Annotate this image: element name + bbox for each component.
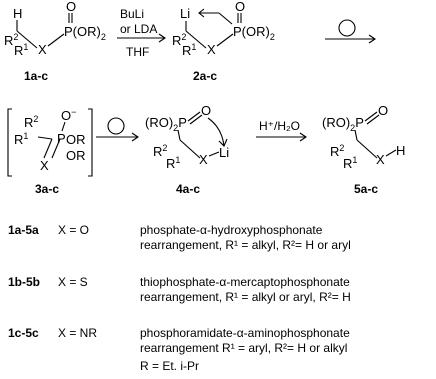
- compound-label: 2a-c: [193, 69, 217, 83]
- r1-group: R1: [343, 155, 357, 171]
- reaction-arrow-1: BuLi or LDA THF: [117, 7, 166, 59]
- compound-4: (RO)2P O R2 R1 X Li 4a-c: [145, 103, 229, 196]
- legend-line: phosphoramidate-α-aminophosphonate: [140, 326, 350, 340]
- x-atom: X: [38, 42, 47, 57]
- compound-label: 4a-c: [176, 182, 200, 196]
- oxygen-atom: O: [201, 103, 211, 118]
- reagent-mid: or LDA: [120, 22, 157, 36]
- circle-icon: [338, 19, 356, 37]
- li-atom: Li: [180, 6, 190, 21]
- x-atom: X: [40, 158, 49, 173]
- legend-line: rearrangement R¹ = aryl, R²= H or alkyl: [140, 341, 347, 355]
- alkoxy-group-1: OR: [66, 132, 86, 147]
- compound-1: H R2 R1 X P(OR)2 O 1a-c: [4, 0, 106, 83]
- reaction-arrow-3: [96, 117, 139, 142]
- oxide-anion: O−: [61, 107, 76, 123]
- oxygen-atom: O: [235, 0, 245, 14]
- circle-icon: [107, 117, 125, 135]
- compound-2: Li R2 R1 X P(OR)2 O 2a-c: [172, 0, 275, 83]
- reagent-top: BuLi: [120, 7, 144, 21]
- legend-condition: X = O: [58, 223, 89, 237]
- phosphorus-atom: P: [57, 131, 66, 146]
- footnote: R = Et. i-Pr: [140, 359, 199, 373]
- legend-key: 1c-5c: [8, 326, 39, 340]
- reaction-arrow-2: [325, 19, 376, 44]
- oxygen-atom: O: [378, 103, 388, 118]
- r1-group: R1: [182, 42, 196, 58]
- reagent-bottom: THF: [126, 45, 149, 59]
- legend-key: 1a-5a: [8, 223, 39, 237]
- x-atom: X: [207, 42, 216, 57]
- compound-label: 3a-c: [35, 182, 59, 196]
- legend-condition: X = S: [58, 275, 88, 289]
- quench-reagent: H⁺/H₂O: [259, 119, 300, 133]
- legend-line: phosphate-α-hydroxyphosphonate: [140, 223, 323, 237]
- compound-3: R2 R1 X P O− OR OR 3a-c: [7, 107, 93, 196]
- r1-group: R1: [14, 42, 28, 58]
- compound-label: 5a-c: [354, 182, 378, 196]
- r2-group: R2: [24, 114, 38, 130]
- phosphorus-group: P(OR)2: [233, 24, 275, 42]
- phosphorus-group: P(OR)2: [64, 24, 106, 42]
- compound-label: 1a-c: [24, 69, 48, 83]
- oxygen-atom: O: [66, 0, 76, 14]
- x-atom: X: [376, 152, 385, 167]
- phosphonate-group: (RO)2P: [322, 115, 364, 133]
- r1-group: R1: [14, 131, 28, 147]
- h-atom: H: [396, 143, 405, 158]
- li-atom: Li: [219, 145, 229, 160]
- reaction-arrow-4: H⁺/H₂O: [256, 119, 307, 142]
- legend-line: rearrangement, R¹ = alkyl or aryl, R²= H: [140, 290, 351, 304]
- legend-line: rearrangement, R¹ = alkyl, R²= H or aryl: [140, 238, 351, 252]
- alkoxy-group-2: OR: [66, 148, 86, 163]
- legend-key: 1b-5b: [8, 275, 40, 289]
- phosphonate-group: (RO)2P: [145, 115, 187, 133]
- r1-group: R1: [166, 155, 180, 171]
- compound-5: (RO)2P O R2 R1 X H 5a-c: [322, 103, 405, 196]
- legend-condition: X = NR: [58, 326, 97, 340]
- h-atom: H: [13, 6, 22, 21]
- legend: 1a-5a X = O phosphate-α-hydroxyphosphona…: [8, 223, 351, 373]
- legend-line: thiophosphate-α-mercaptophosphonate: [140, 275, 350, 289]
- x-atom: X: [199, 152, 208, 167]
